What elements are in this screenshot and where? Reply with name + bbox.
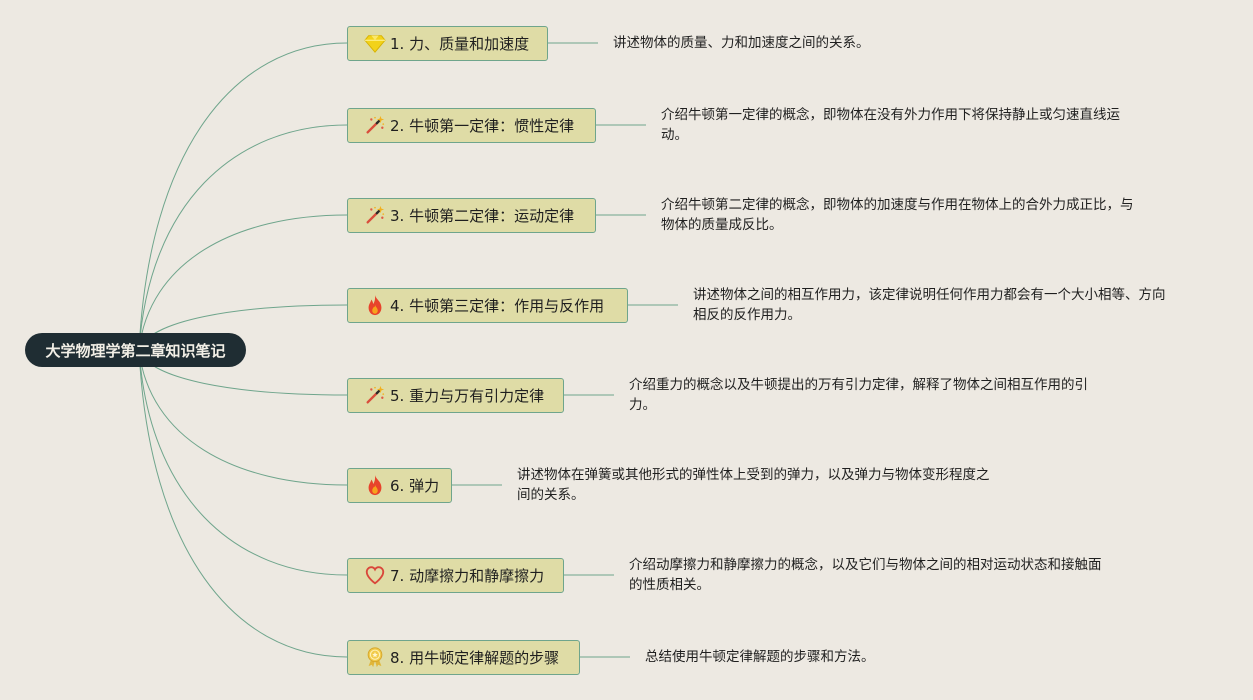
topic-node[interactable]: 1. 力、质量和加速度: [347, 25, 548, 61]
description-line: 介绍牛顿第二定律的概念，即物体的加速度与作用在物体上的合外力成正比，与: [661, 197, 1134, 213]
description-line: 介绍动摩擦力和静摩擦力的概念，以及它们与物体之间的相对运动状态和接触面: [629, 557, 1102, 573]
topic-label: 8. 用牛顿定律解题的步骤: [390, 648, 560, 667]
magic-wand-icon: [364, 114, 386, 136]
topic-node[interactable]: 8. 用牛顿定律解题的步骤: [347, 639, 580, 675]
topic-node[interactable]: 7. 动摩擦力和静摩擦力: [347, 557, 564, 593]
description-line: 讲述物体之间的相互作用力，该定律说明任何作用力都会有一个大小相等、方向: [693, 287, 1166, 303]
description-line: 讲述物体的质量、力和加速度之间的关系。: [613, 35, 870, 51]
description-line: 介绍牛顿第一定律的概念，即物体在没有外力作用下将保持静止或匀速直线运: [661, 107, 1120, 123]
branch-connector: [138, 349, 348, 658]
topic-label: 1. 力、质量和加速度: [390, 34, 530, 53]
branch-connector: [138, 214, 348, 351]
topic-description: 讲述物体的质量、力和加速度之间的关系。: [613, 33, 870, 53]
topic-description: 总结使用牛顿定律解题的步骤和方法。: [645, 647, 875, 667]
branch-connector: [138, 42, 348, 351]
topic-label: 5. 重力与万有引力定律: [390, 386, 545, 405]
magic-wand-icon: [364, 204, 386, 226]
description-line: 的性质相关。: [629, 577, 710, 593]
topic-label: 4. 牛顿第三定律：作用与反作用: [390, 296, 605, 315]
topic-label: 7. 动摩擦力和静摩擦力: [390, 566, 545, 585]
topic-description: 讲述物体之间的相互作用力，该定律说明任何作用力都会有一个大小相等、方向相反的反作…: [693, 285, 1166, 325]
medal-icon: [364, 646, 386, 668]
topic-description: 介绍牛顿第一定律的概念，即物体在没有外力作用下将保持静止或匀速直线运动。: [661, 105, 1120, 145]
branch-connector: [138, 124, 348, 351]
description-line: 物体的质量成反比。: [661, 217, 783, 233]
fire-icon: [364, 474, 386, 496]
topic-node[interactable]: 2. 牛顿第一定律：惯性定律: [347, 107, 596, 143]
description-line: 力。: [629, 397, 656, 413]
branch-connector: [138, 349, 348, 486]
description-line: 介绍重力的概念以及牛顿提出的万有引力定律，解释了物体之间相互作用的引: [629, 377, 1088, 393]
heart-icon: [364, 564, 386, 586]
topic-description: 介绍牛顿第二定律的概念，即物体的加速度与作用在物体上的合外力成正比，与物体的质量…: [661, 195, 1134, 235]
branch-connector: [138, 349, 348, 576]
topic-description: 介绍重力的概念以及牛顿提出的万有引力定律，解释了物体之间相互作用的引力。: [629, 375, 1088, 415]
topic-description: 讲述物体在弹簧或其他形式的弹性体上受到的弹力，以及弹力与物体变形程度之间的关系。: [517, 465, 990, 505]
topic-label: 3. 牛顿第二定律：运动定律: [390, 206, 575, 225]
topic-label: 2. 牛顿第一定律：惯性定律: [390, 116, 575, 135]
topic-description: 介绍动摩擦力和静摩擦力的概念，以及它们与物体之间的相对运动状态和接触面的性质相关…: [629, 555, 1102, 595]
description-line: 动。: [661, 127, 688, 143]
description-line: 总结使用牛顿定律解题的步骤和方法。: [645, 649, 875, 665]
description-line: 讲述物体在弹簧或其他形式的弹性体上受到的弹力，以及弹力与物体变形程度之: [517, 467, 990, 483]
topic-node[interactable]: 5. 重力与万有引力定律: [347, 377, 564, 413]
magic-wand-icon: [364, 384, 386, 406]
description-line: 间的关系。: [517, 487, 585, 503]
topic-node[interactable]: 6. 弹力: [347, 467, 452, 503]
description-line: 相反的反作用力。: [693, 307, 801, 323]
topic-label: 6. 弹力: [390, 476, 440, 495]
topic-node[interactable]: 4. 牛顿第三定律：作用与反作用: [347, 287, 628, 323]
root-topic[interactable]: 大学物理学第二章知识笔记: [25, 333, 246, 367]
topic-node[interactable]: 3. 牛顿第二定律：运动定律: [347, 197, 596, 233]
fire-icon: [364, 294, 386, 316]
diamond-icon: [364, 32, 386, 54]
